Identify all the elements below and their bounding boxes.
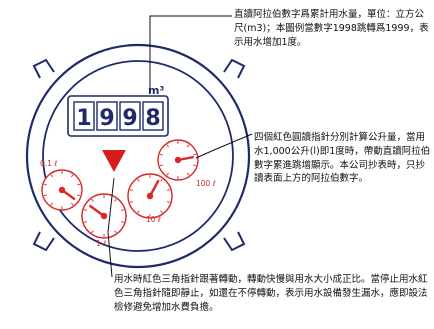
dial-left-tick — [77, 183, 81, 186]
dial-center-tick — [83, 209, 88, 211]
dial-left-tick — [43, 183, 47, 186]
digit-cells — [73, 101, 164, 131]
digit-2: 9 — [99, 106, 114, 131]
digit-cell-3 — [119, 101, 141, 131]
leader-bottom — [107, 177, 115, 278]
dial-upper-right-tick — [166, 144, 169, 148]
dial-upper-right-hub — [174, 156, 182, 164]
dial-center-tick — [91, 198, 94, 202]
digit-3: 9 — [122, 106, 137, 131]
leader-right — [195, 133, 253, 159]
dial-lower-right-tick — [137, 178, 140, 182]
dial-center-tick — [91, 230, 94, 234]
dial-lower-right-tick — [160, 178, 163, 182]
dial-lower-right-tick — [160, 210, 163, 214]
dial-upper-right-tick — [159, 153, 163, 156]
flow-triangle-indicator — [102, 150, 126, 172]
dial-left-hub — [58, 186, 66, 194]
leader-top — [149, 15, 232, 92]
dial-lower-right-tick — [129, 189, 134, 191]
annotation-triangle: 用水時紅色三角指針跟著轉動，轉動快慢與用水大小成正比。當停止用水紅色三角指針隨即… — [114, 274, 428, 313]
digit-cell-2 — [96, 101, 118, 131]
dial-left-tick — [77, 194, 81, 197]
dial-upper-right-tick — [187, 172, 190, 176]
dial-upper-right-tick — [193, 153, 197, 156]
dial-caption-center: 1 ℓ — [96, 239, 106, 248]
dial-left-tick — [50, 174, 53, 178]
dial-center-tick — [83, 221, 88, 223]
dial-caption-right-lower: 10 ℓ — [146, 215, 161, 224]
dial-left-tick — [43, 194, 47, 197]
dial-upper-right-tick — [187, 144, 190, 148]
dial-caption-right-upper: 100 ℓ — [196, 179, 216, 188]
dial-lower-right-tick — [137, 210, 140, 214]
annotation-digits: 直讀阿拉伯數字爲累計用水量，單位：立方公尺(m3)；本圖例當數字1998跳轉爲1… — [234, 9, 429, 48]
dial-left — [41, 169, 83, 211]
digit-cell-1 — [73, 101, 95, 131]
dial-center-tick — [114, 198, 117, 202]
digit-cell-4 — [142, 101, 164, 131]
dial-left-tick — [50, 202, 53, 206]
dial-center-tick — [120, 209, 125, 211]
leader-lines — [107, 15, 253, 278]
dial-center-tick — [120, 221, 125, 223]
dial-center-tick — [114, 230, 117, 234]
dial-lower-right-tick — [129, 201, 134, 203]
dial-lower-right — [127, 173, 173, 219]
dials — [41, 139, 199, 239]
digit-1: 1 — [76, 106, 91, 131]
meter-inner-ring — [42, 60, 234, 252]
annotation-dials: 四個紅色圓讀指針分別計算公升量，當用水1,000公升(l)即1度時，帶動直讀阿拉… — [254, 132, 431, 185]
meter-flange — [32, 58, 246, 252]
dial-left-tick — [71, 174, 74, 178]
dial-upper-right-tick — [193, 164, 197, 167]
dial-lower-right-hub — [146, 192, 154, 200]
dial-upper-right-tick — [166, 172, 169, 176]
dial-left-tick — [71, 202, 74, 206]
dial-upper-right-tick — [159, 164, 163, 167]
dial-caption-left: 0.1 ℓ — [40, 159, 57, 168]
dial-center — [81, 193, 127, 239]
unit-label: m³ — [148, 84, 164, 97]
dial-upper-right — [157, 139, 199, 181]
dial-lower-right-tick — [166, 189, 171, 191]
dial-center-hub — [100, 212, 108, 220]
digit-4: 8 — [145, 106, 160, 131]
dial-lower-right-tick — [166, 201, 171, 203]
